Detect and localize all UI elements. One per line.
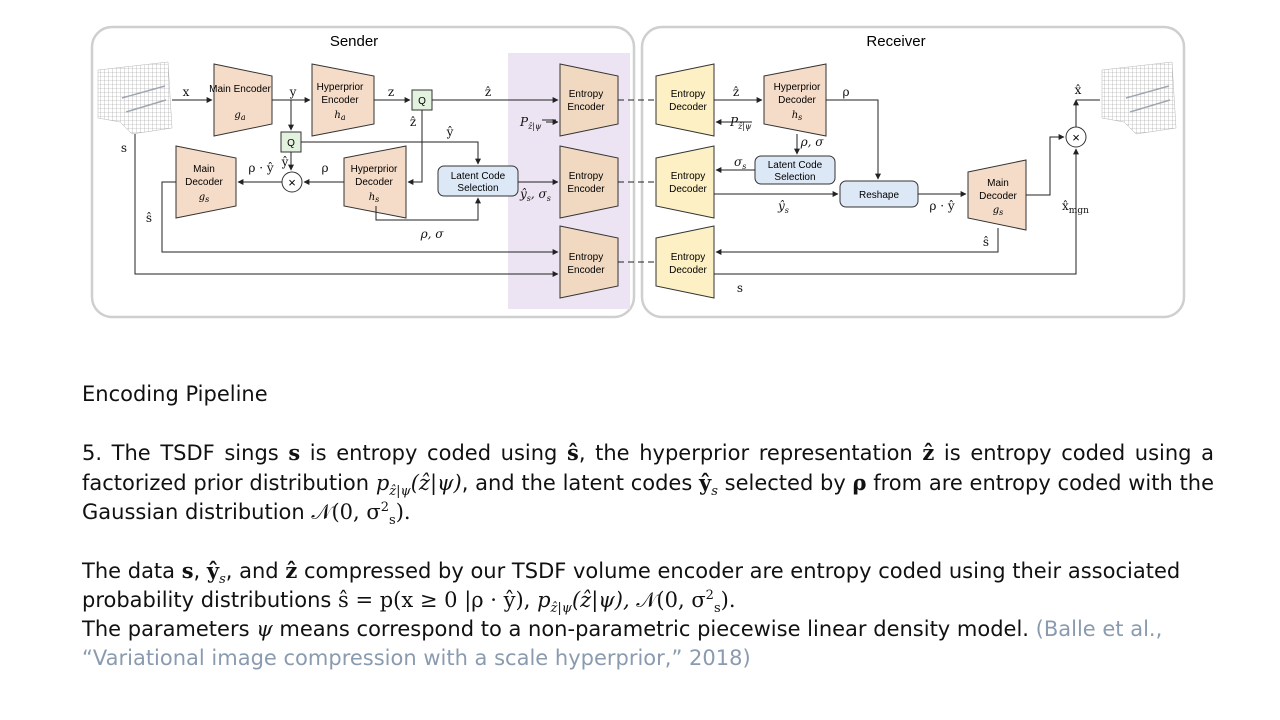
hyperprior-decoder-receiver: Hyperprior Decoder hs bbox=[763, 63, 827, 137]
reshape-block: Reshape bbox=[839, 180, 919, 208]
connections bbox=[134, 97, 559, 277]
multiply-sender: × bbox=[281, 171, 303, 193]
entropy-decoder-2: Entropy Decoder bbox=[655, 145, 715, 219]
svg-text:ŷ: ŷ bbox=[446, 125, 454, 139]
svg-text:ρ · ŷ: ρ · ŷ bbox=[248, 161, 273, 175]
svg-text:×: × bbox=[288, 175, 296, 190]
svg-text:Main: Main bbox=[193, 164, 215, 175]
svg-text:Entropy: Entropy bbox=[671, 252, 705, 263]
entropy-decoder-1: Entropy Decoder bbox=[655, 63, 715, 137]
hyperprior-decoder-sender: Hyperprior Decoder hs bbox=[343, 145, 407, 219]
svg-text:ẑ: ẑ bbox=[733, 85, 739, 99]
svg-text:ẑ: ẑ bbox=[485, 85, 491, 99]
paragraph-3: The parameters ψ means correspond to a n… bbox=[82, 617, 1163, 670]
latent-code-selection-sender: Latent Code Selection bbox=[437, 165, 519, 197]
svg-text:ŝ: ŝ bbox=[983, 235, 989, 249]
svg-text:Q: Q bbox=[418, 96, 426, 107]
svg-text:Main: Main bbox=[987, 178, 1009, 189]
svg-text:ha: ha bbox=[334, 110, 345, 122]
quantizer-mid: Q bbox=[280, 131, 302, 153]
svg-text:Main Encoder: Main Encoder bbox=[209, 84, 271, 95]
svg-text:ŝ: ŝ bbox=[146, 211, 152, 225]
svg-text:Hyperprior: Hyperprior bbox=[317, 82, 364, 93]
svg-text:Decoder: Decoder bbox=[778, 95, 816, 106]
svg-text:gs: gs bbox=[993, 205, 1004, 217]
dashed-links bbox=[618, 99, 656, 263]
svg-text:Encoder: Encoder bbox=[321, 95, 359, 106]
svg-text:ρ · ŷ: ρ · ŷ bbox=[929, 199, 954, 213]
entropy-encoder-3: Entropy Encoder bbox=[559, 225, 619, 299]
svg-text:Hyperprior: Hyperprior bbox=[774, 82, 821, 93]
main-decoder-receiver: Main Decoder gs bbox=[967, 159, 1027, 231]
svg-text:Q: Q bbox=[287, 138, 295, 149]
svg-text:s: s bbox=[737, 281, 743, 295]
svg-text:Entropy: Entropy bbox=[671, 171, 705, 182]
section-heading: Encoding Pipeline bbox=[82, 382, 268, 406]
svg-text:Selection: Selection bbox=[774, 172, 815, 183]
hyperprior-encoder: Hyperprior Encoder ha bbox=[311, 63, 375, 137]
svg-text:Decoder: Decoder bbox=[355, 177, 393, 188]
svg-text:hs: hs bbox=[792, 110, 803, 122]
svg-text:x̂: x̂ bbox=[1075, 83, 1082, 97]
svg-text:Encoder: Encoder bbox=[567, 102, 605, 113]
architecture-diagram: Sender Receiver Main Encoder ga Hyperpri… bbox=[90, 25, 1186, 319]
svg-text:ρ: ρ bbox=[321, 161, 328, 175]
svg-text:ga: ga bbox=[234, 110, 245, 122]
svg-text:Encoder: Encoder bbox=[567, 184, 605, 195]
svg-text:z: z bbox=[388, 85, 394, 99]
svg-text:Selection: Selection bbox=[457, 183, 498, 194]
multiply-receiver: × bbox=[1065, 126, 1087, 148]
svg-text:ρ, σ: ρ, σ bbox=[420, 227, 445, 241]
svg-text:Decoder: Decoder bbox=[669, 265, 707, 276]
svg-text:Pẑ|ψ: Pẑ|ψ bbox=[519, 115, 542, 131]
svg-text:Decoder: Decoder bbox=[185, 177, 223, 188]
svg-text:Entropy: Entropy bbox=[671, 89, 705, 100]
svg-text:x: x bbox=[183, 85, 190, 99]
svg-text:ρ, σ: ρ, σ bbox=[800, 135, 825, 149]
svg-text:ŷs: ŷs bbox=[777, 199, 789, 215]
svg-text:ŷs, σs: ŷs, σs bbox=[519, 187, 551, 203]
svg-text:Latent Code: Latent Code bbox=[451, 171, 506, 182]
svg-text:Encoder: Encoder bbox=[567, 265, 605, 276]
entropy-encoder-2: Entropy Encoder bbox=[559, 145, 619, 219]
latent-code-selection-receiver: Latent Code Selection bbox=[754, 155, 836, 185]
svg-text:ẑ: ẑ bbox=[410, 115, 416, 129]
svg-text:Entropy: Entropy bbox=[569, 89, 603, 100]
paragraph-2: The data s, ŷs, and ẑ compressed by our … bbox=[82, 558, 1181, 617]
svg-text:Decoder: Decoder bbox=[669, 184, 707, 195]
svg-text:Hyperprior: Hyperprior bbox=[351, 164, 398, 175]
receiver-connections bbox=[714, 97, 1100, 275]
sender-title: Sender bbox=[330, 33, 378, 50]
main-decoder-sender: Main Decoder gs bbox=[175, 145, 237, 219]
svg-text:ρ: ρ bbox=[842, 85, 849, 99]
svg-text:gs: gs bbox=[199, 192, 210, 204]
entropy-decoder-3: Entropy Decoder bbox=[655, 225, 715, 299]
svg-text:Entropy: Entropy bbox=[569, 252, 603, 263]
receiver-title: Receiver bbox=[866, 33, 925, 50]
svg-text:Entropy: Entropy bbox=[569, 171, 603, 182]
svg-text:Decoder: Decoder bbox=[669, 102, 707, 113]
quantizer-top: Q bbox=[411, 89, 433, 111]
output-point-cloud bbox=[1101, 61, 1177, 135]
entropy-encoder-1: Entropy Encoder bbox=[559, 63, 619, 137]
svg-text:y: y bbox=[289, 85, 297, 99]
description-text: Encoding Pipeline 5. The TSDF sings s is… bbox=[82, 380, 1214, 673]
svg-text:Decoder: Decoder bbox=[979, 191, 1017, 202]
citation: (Balle et al., “Variational image compre… bbox=[82, 617, 1163, 670]
svg-text:Latent Code: Latent Code bbox=[768, 160, 823, 171]
svg-text:×: × bbox=[1072, 130, 1080, 145]
main-encoder: Main Encoder ga bbox=[209, 63, 273, 137]
svg-text:Reshape: Reshape bbox=[859, 190, 899, 201]
paragraph-1: 5. The TSDF sings s is entropy coded usi… bbox=[82, 440, 1214, 529]
svg-text:hs: hs bbox=[369, 192, 380, 204]
input-point-cloud bbox=[97, 61, 173, 135]
svg-text:ŷ: ŷ bbox=[281, 155, 289, 169]
svg-text:s: s bbox=[121, 141, 127, 155]
